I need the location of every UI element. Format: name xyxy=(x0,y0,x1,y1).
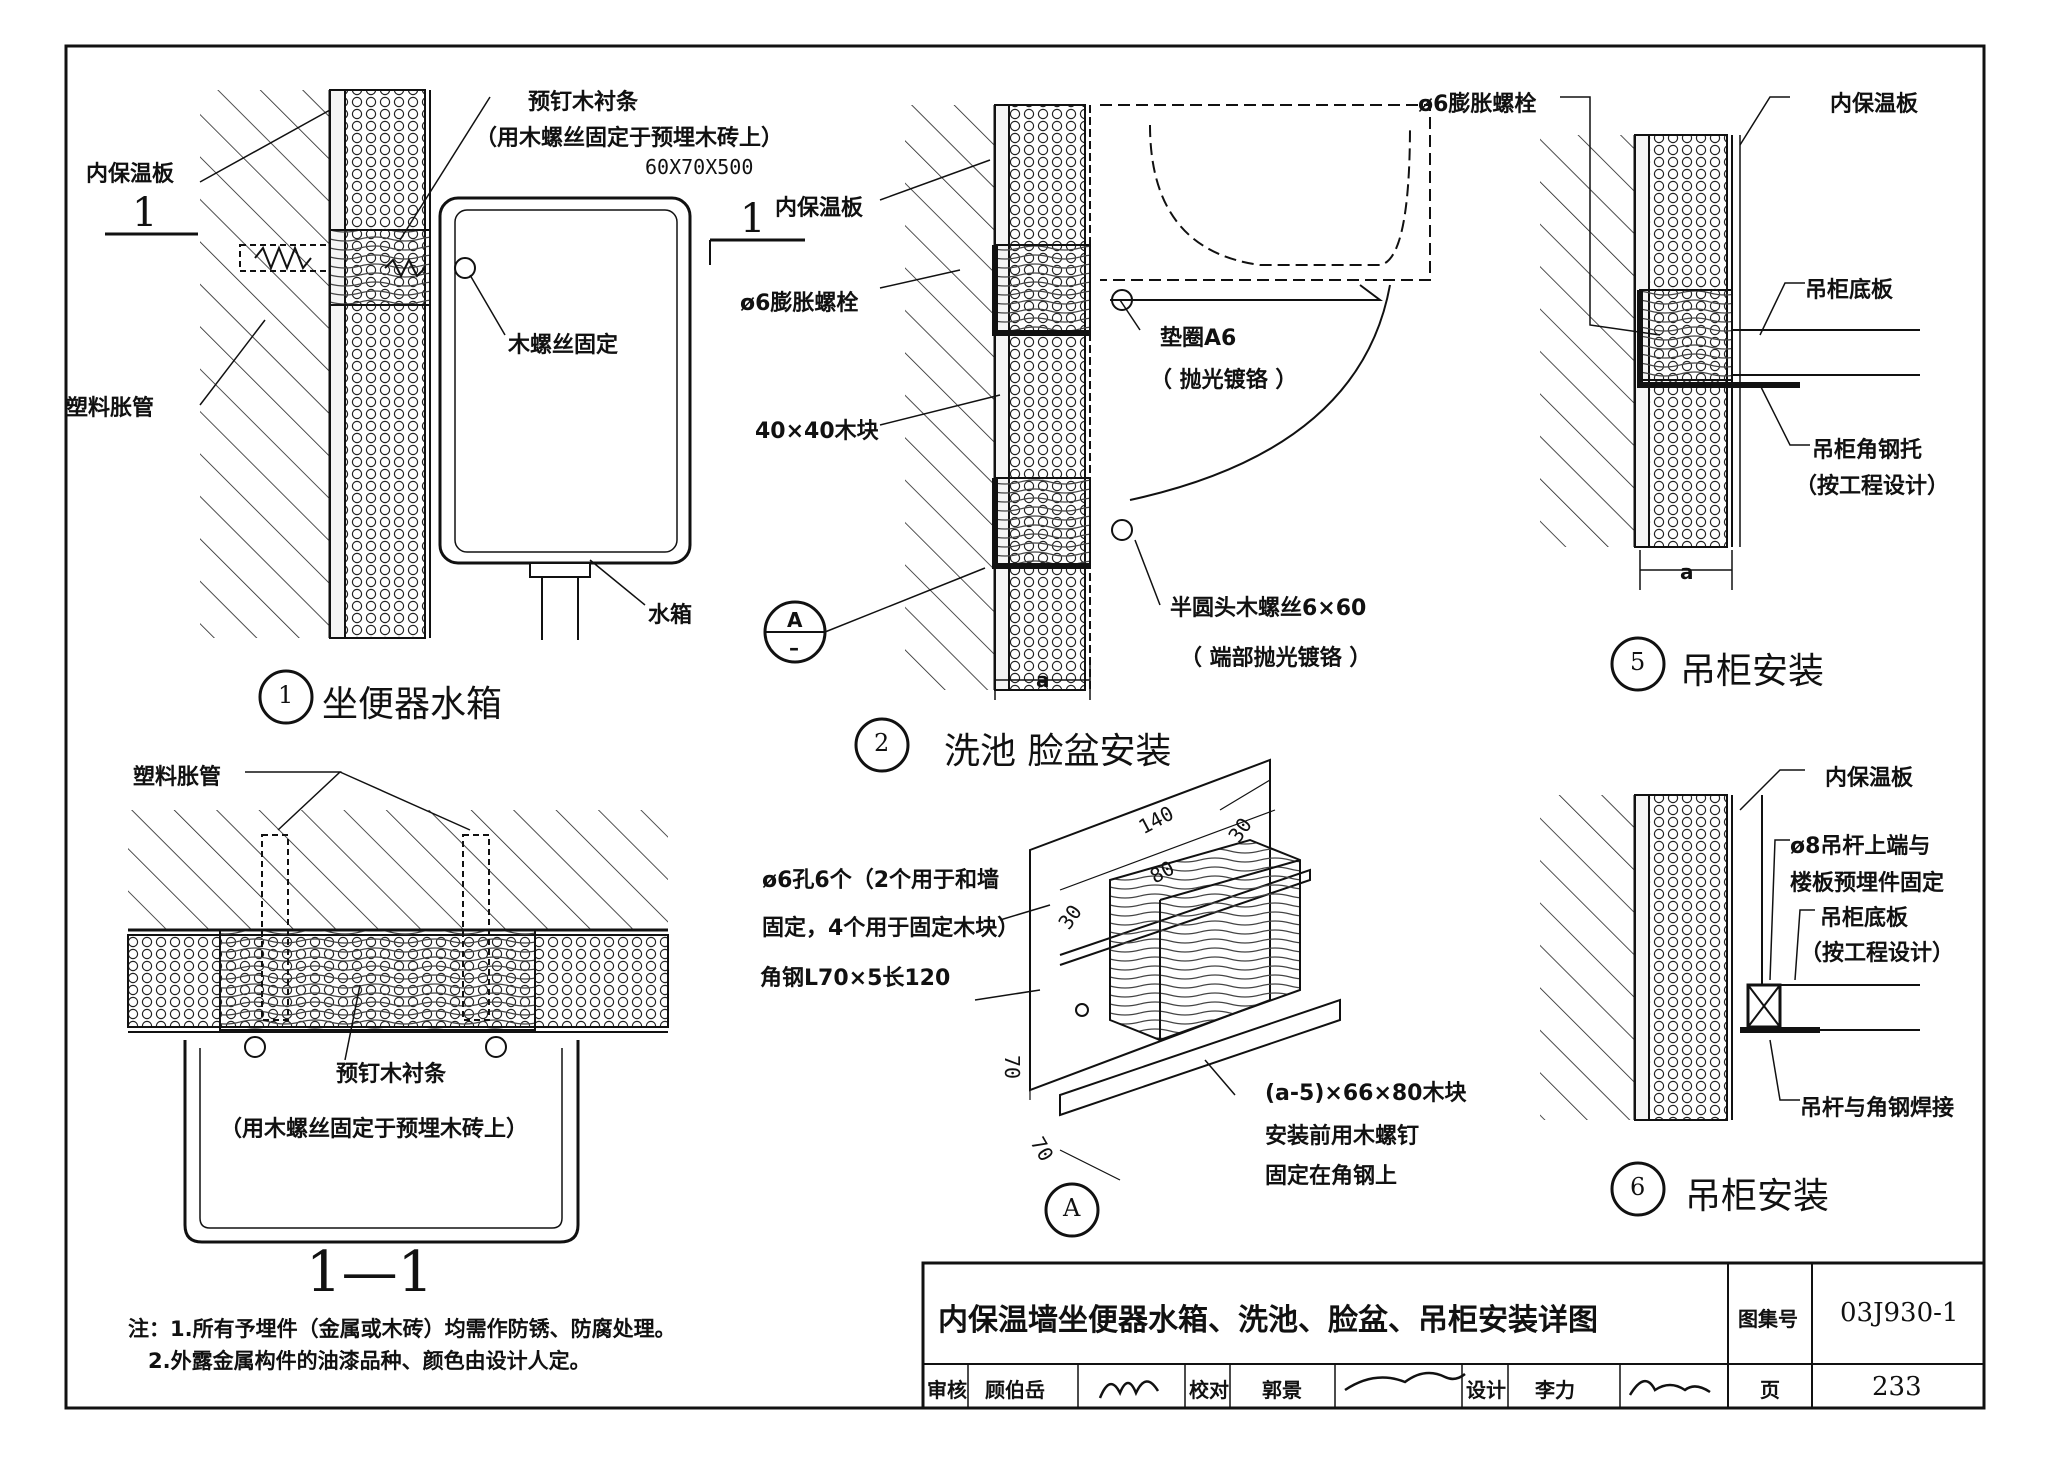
detailA-block-note1: 安装前用木螺钉 xyxy=(1265,1124,1420,1149)
page-number: 233 xyxy=(1872,1372,1922,1402)
detail-1-drawing xyxy=(105,89,805,725)
detailA-angle-label: 角钢L70×5长120 xyxy=(760,966,951,991)
detail2-insulation-label: 内保温板 xyxy=(775,196,864,221)
section-cut-1-left: 1 xyxy=(132,190,158,236)
detail6-weld-label: 吊杆与角钢焊接 xyxy=(1800,1096,1955,1121)
detail2-washer-label: 垫圈A6 xyxy=(1160,326,1237,351)
detail-6-drawing xyxy=(1540,769,1920,1217)
detail5-title: 吊柜安装 xyxy=(1680,651,1825,692)
section11-wood-strip-label: 预钉木衬条 xyxy=(336,1062,447,1087)
check-label: 校对 xyxy=(1189,1378,1229,1402)
design-label: 设计 xyxy=(1466,1378,1506,1402)
detail6-title: 吊柜安装 xyxy=(1685,1176,1830,1217)
detailA-dim-70-vert: 70 xyxy=(1000,1054,1025,1080)
detail1-title: 坐便器水箱 xyxy=(322,684,503,725)
designer-signature xyxy=(1628,1380,1711,1396)
detail5-number: 5 xyxy=(1630,648,1646,676)
drawing-title: 内保温墙坐便器水箱、洗池、脸盆、吊柜安装详图 xyxy=(938,1303,1598,1338)
reviewer-name: 顾伯岳 xyxy=(985,1378,1045,1402)
detail5-bottom-plate-label: 吊柜底板 xyxy=(1805,278,1894,303)
detail1-tank-label: 水箱 xyxy=(648,603,693,628)
detail2-bolt-label: ø6膨胀螺栓 xyxy=(740,291,859,316)
detail5-dim-a: a xyxy=(1680,560,1694,584)
checker-name: 郭景 xyxy=(1262,1378,1302,1402)
detail-5-drawing xyxy=(1540,96,1920,692)
atlas-no-label: 图集号 xyxy=(1738,1307,1798,1331)
detail5-insulation-label: 内保温板 xyxy=(1830,92,1919,117)
section11-wood-strip-note: （用木螺丝固定于预埋木砖上） xyxy=(220,1117,529,1142)
section-1-1-drawing xyxy=(127,771,669,1244)
detail5-bolt-label: ø6膨胀螺栓 xyxy=(1418,92,1537,117)
page-label: 页 xyxy=(1760,1378,1780,1402)
detail2-screw-note: （ 端部抛光镀铬 ） xyxy=(1180,646,1372,671)
detail6-rod-line1: ø8吊杆上端与 xyxy=(1790,834,1931,859)
detail6-rod-line2: 楼板预埋件固定 xyxy=(1790,871,1945,896)
detail-2-drawing xyxy=(763,104,1431,773)
note-line-1: 注：1.所有予埋件（金属或木砖）均需作防锈、防腐处理。 xyxy=(128,1317,676,1341)
detailA-holes-line2: 固定，4个用于固定木块） xyxy=(762,916,1020,941)
detail5-angle-support-note: （按工程设计） xyxy=(1795,474,1950,499)
atlas-no-value: 03J930-1 xyxy=(1840,1298,1959,1328)
detail2-ref-sheet: – xyxy=(789,636,799,660)
detail2-ref-letter: A xyxy=(787,608,803,632)
detail1-wood-strip-note: （用木螺丝固定于预埋木砖上） xyxy=(475,126,784,151)
detail2-title: 洗池 脸盆安装 xyxy=(944,731,1172,772)
detailA-holes-line1: ø6孔6个（2个用于和墙 xyxy=(762,868,1000,893)
detail5-angle-support-label: 吊柜角钢托 xyxy=(1812,438,1923,463)
note-line-2: 2.外露金属构件的油漆品种、颜色由设计人定。 xyxy=(148,1349,591,1373)
detailA-block-note2: 固定在角钢上 xyxy=(1265,1164,1398,1189)
detailA-block-label: (a-5)×66×80木块 xyxy=(1265,1081,1467,1106)
detail1-insulation-label: 内保温板 xyxy=(86,162,175,187)
detail6-insulation-label: 内保温板 xyxy=(1825,766,1914,791)
section-cut-1-right: 1 xyxy=(740,196,766,242)
detail2-washer-note: （ 抛光镀铬 ） xyxy=(1150,368,1298,393)
detail1-number: 1 xyxy=(278,681,294,709)
detail1-wood-screw-label: 木螺丝固定 xyxy=(508,333,619,358)
designer-name: 李力 xyxy=(1535,1378,1575,1402)
detail2-number: 2 xyxy=(874,729,890,757)
detail6-number: 6 xyxy=(1630,1173,1646,1201)
detail-A-drawing xyxy=(974,758,1341,1238)
detailA-letter: A xyxy=(1063,1194,1081,1222)
section11-title: 1—1 xyxy=(306,1240,434,1305)
review-label: 审核 xyxy=(927,1378,967,1402)
detail1-wood-strip-size: 60X70X500 xyxy=(645,155,754,179)
detail2-block-label: 40×40木块 xyxy=(755,419,879,444)
detail6-bottom-plate-label: 吊柜底板 xyxy=(1820,906,1909,931)
reviewer-signature xyxy=(1098,1380,1160,1399)
detail2-screw-label: 半圆头木螺丝6×60 xyxy=(1170,596,1367,621)
detail1-wood-strip-label: 预钉木衬条 xyxy=(528,90,639,115)
detail6-bottom-plate-note: （按工程设计） xyxy=(1800,941,1955,966)
detail1-plastic-anchor-label: 塑料胀管 xyxy=(66,396,155,421)
detail2-dim-a: a xyxy=(1036,668,1050,692)
title-block-frame xyxy=(921,1261,1986,1410)
checker-signature xyxy=(1344,1371,1466,1392)
section11-plastic-anchor-label: 塑料胀管 xyxy=(133,765,222,790)
